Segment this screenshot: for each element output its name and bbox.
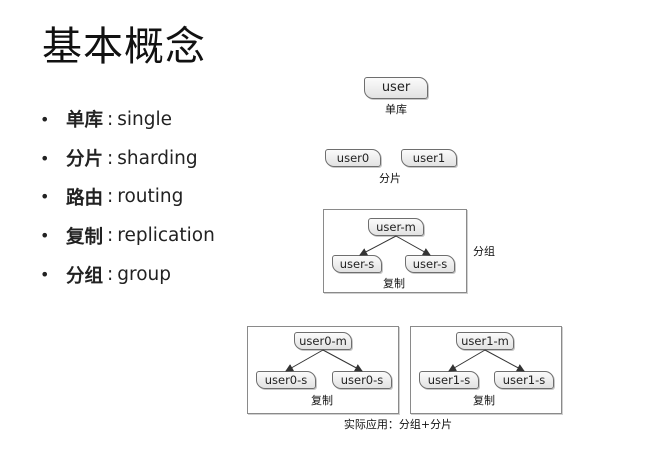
concept-separator: : [107, 264, 114, 286]
concept-value: sharding [117, 147, 198, 169]
practical-caption: 实际应用：分组+分片 [343, 418, 453, 431]
concept-list: •单库:single •分片:sharding •路由:routing •复制:… [40, 100, 215, 294]
list-item: • 单库:single [40, 100, 215, 139]
concept-value: group [117, 264, 171, 286]
bullet-dot-icon: • [40, 187, 50, 207]
concept-separator: : [107, 225, 114, 247]
bullet-dot-icon: • [40, 226, 50, 246]
bullet-dot-icon: • [40, 148, 50, 168]
page-title: 基本概念 [42, 24, 206, 70]
shard-node-0: user0 [325, 149, 381, 167]
concept-separator: : [107, 186, 114, 208]
concept-value: routing [117, 186, 184, 208]
group-master-node: user-m [368, 218, 424, 236]
practical-slave-node: user0-s [332, 371, 392, 389]
concept-value: replication [117, 225, 215, 247]
practical-slave-node: user0-s [256, 371, 316, 389]
concept-term: 分片 [66, 149, 104, 171]
practical-master-node: user1-m [456, 332, 514, 350]
concept-term: 单库 [66, 110, 104, 132]
practical-slave-node: user1-s [494, 371, 554, 389]
group-caption: 复制 [383, 277, 405, 290]
concept-term: 分组 [66, 265, 104, 287]
list-item: • 分组:group [40, 255, 215, 294]
group-side-label: 分组 [473, 245, 495, 258]
list-item: • 分片:sharding [40, 139, 215, 178]
bullet-dot-icon: • [40, 265, 50, 285]
group-slave-node: user-s [405, 255, 455, 273]
concept-separator: : [107, 108, 114, 130]
shard-node-1: user1 [401, 149, 457, 167]
practical-master-node: user0-m [294, 332, 352, 350]
single-db-node: user [364, 77, 428, 99]
practical-group-caption: 复制 [473, 394, 495, 407]
list-item: • 路由:routing [40, 178, 215, 217]
practical-slave-node: user1-s [419, 371, 479, 389]
concept-term: 路由 [66, 187, 104, 209]
single-db-caption: 单库 [385, 103, 407, 116]
list-item: • 复制:replication [40, 216, 215, 255]
practical-group-caption: 复制 [311, 394, 333, 407]
concept-term: 复制 [66, 226, 104, 248]
sharding-caption: 分片 [379, 172, 401, 185]
bullet-dot-icon: • [40, 109, 50, 129]
concept-separator: : [107, 147, 114, 169]
group-slave-node: user-s [332, 255, 382, 273]
concept-value: single [117, 108, 173, 130]
